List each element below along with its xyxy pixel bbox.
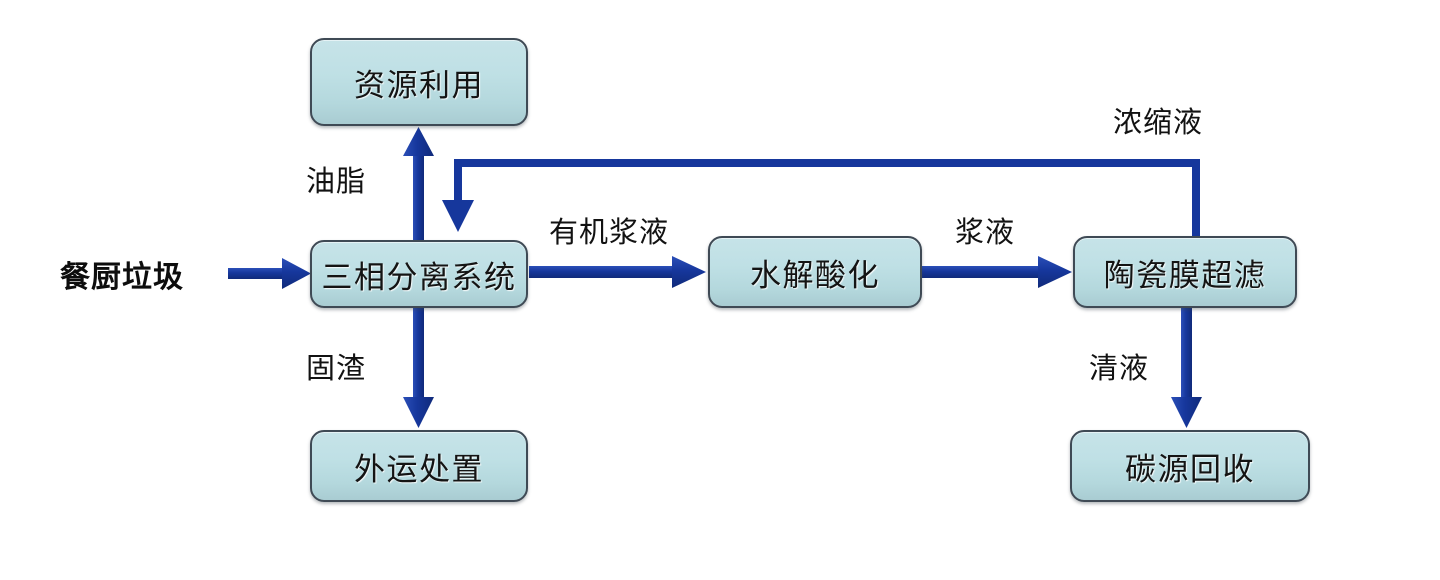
node-external-disposal[interactable]: 外运处置 [310,430,528,502]
source-label-kitchen-waste: 餐厨垃圾 [60,260,184,295]
arrow-concentrate-recycle [442,159,1200,236]
node-carbon-source-recovery[interactable]: 碳源回收 [1070,430,1310,502]
edge-label-organic-slurry: 有机浆液 [549,215,670,249]
edge-label-clear-liquid: 清液 [1089,351,1150,385]
node-hydrolysis-acidification[interactable]: 水解酸化 [708,236,922,308]
arrow-clear-liquid [1171,307,1202,428]
arrow-grease [403,127,434,242]
node-label-resource-utilization: 资源利用 [354,67,484,104]
node-three-phase-separation[interactable]: 三相分离系统 [310,240,528,308]
node-label-three-phase-separation: 三相分离系统 [321,259,517,296]
edge-label-slurry: 浆液 [955,215,1016,249]
edge-label-grease: 油脂 [306,164,367,198]
node-label-carbon-source-recovery: 碳源回收 [1125,451,1255,488]
arrow-residue [403,307,434,428]
node-ceramic-membrane-ultrafiltration[interactable]: 陶瓷膜超滤 [1073,236,1297,308]
edge-label-solid-residue: 固渣 [306,351,367,385]
arrow-slurry [922,256,1072,288]
arrow-organic-slurry [529,256,706,288]
arrow-feed [228,258,311,289]
node-resource-utilization[interactable]: 资源利用 [310,38,528,126]
node-label-ceramic-membrane-ultrafiltration: 陶瓷膜超滤 [1103,257,1267,294]
edge-label-concentrate: 浓缩液 [1113,105,1204,139]
node-label-hydrolysis-acidification: 水解酸化 [750,257,880,294]
node-label-external-disposal: 外运处置 [354,451,484,488]
